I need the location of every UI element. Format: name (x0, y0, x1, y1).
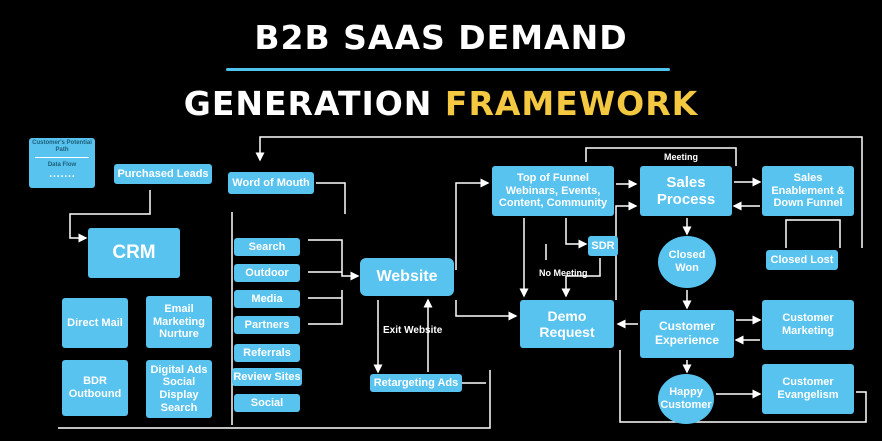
legend-box: Customer's Potential Path Data Flow • • … (29, 138, 95, 188)
legend-line (35, 157, 89, 158)
direct-mail-node: Direct Mail (62, 298, 128, 348)
connector-wom-right (316, 182, 346, 214)
connector-channel-bus-right (308, 239, 360, 281)
sdr-node: SDR (588, 236, 618, 256)
customer-marketing-node: Customer Marketing (762, 300, 854, 350)
title-highlight: FRAMEWORK (444, 84, 699, 123)
outdoor-node: Outdoor (234, 264, 300, 282)
connector-leads-crm (69, 190, 151, 243)
retargeting-ads-node: Retargeting Ads (370, 374, 462, 392)
closed-won-node: Closed Won (658, 236, 716, 288)
connector-demo-sales (615, 201, 638, 300)
connector-website-tof (455, 178, 490, 270)
connector-closed-lost (785, 219, 841, 248)
title-line-1: B2B SAAS DEMAND (254, 18, 628, 57)
legend-title: Customer's Potential Path (32, 140, 92, 153)
connector-loop-top (255, 136, 863, 248)
media-node: Media (234, 290, 300, 308)
bdr-outbound-node: BDR Outbound (62, 360, 128, 416)
meeting-label: Meeting (664, 152, 699, 162)
social-node: Social (234, 394, 300, 412)
top-of-funnel-node: Top of Funnel Webinars, Events, Content,… (492, 166, 614, 216)
happy-customer-node: Happy Customer (658, 374, 714, 424)
exit-website-label: Exit Website (383, 325, 443, 336)
digital-ads-node: Digital Ads Social Display Search (146, 360, 212, 418)
title-line-2-main: GENERATION (183, 84, 445, 123)
closed-lost-node: Closed Lost (766, 250, 838, 270)
search-node: Search (234, 238, 300, 256)
website-node: Website (360, 258, 454, 296)
customer-evangelism-node: Customer Evangelism (762, 364, 854, 414)
legend-dots: • • • • • • • (49, 174, 75, 180)
connector-website-demo (455, 300, 518, 321)
sales-process-node: Sales Process (640, 166, 732, 216)
title-divider (226, 68, 670, 71)
partners-node: Partners (234, 316, 300, 334)
legend-data-flow: Data Flow (47, 162, 77, 168)
connector-bottom-bus (58, 370, 491, 429)
purchased-leads-node: Purchased Leads (114, 164, 212, 184)
sales-enablement-node: Sales Enablement & Down Funnel (762, 166, 854, 216)
title-line-2: GENERATION FRAMEWORK (0, 84, 882, 123)
review-sites-node: Review Sites (232, 368, 302, 386)
demo-request-node: Demo Request (520, 300, 614, 348)
no-meeting-label: No Meeting (539, 268, 588, 278)
customer-experience-node: Customer Experience (640, 310, 734, 358)
email-marketing-node: Email Marketing Nurture (146, 296, 212, 348)
word-of-mouth-node: Word of Mouth (228, 172, 314, 194)
crm-node: CRM (88, 228, 180, 278)
referrals-node: Referrals (234, 344, 300, 362)
